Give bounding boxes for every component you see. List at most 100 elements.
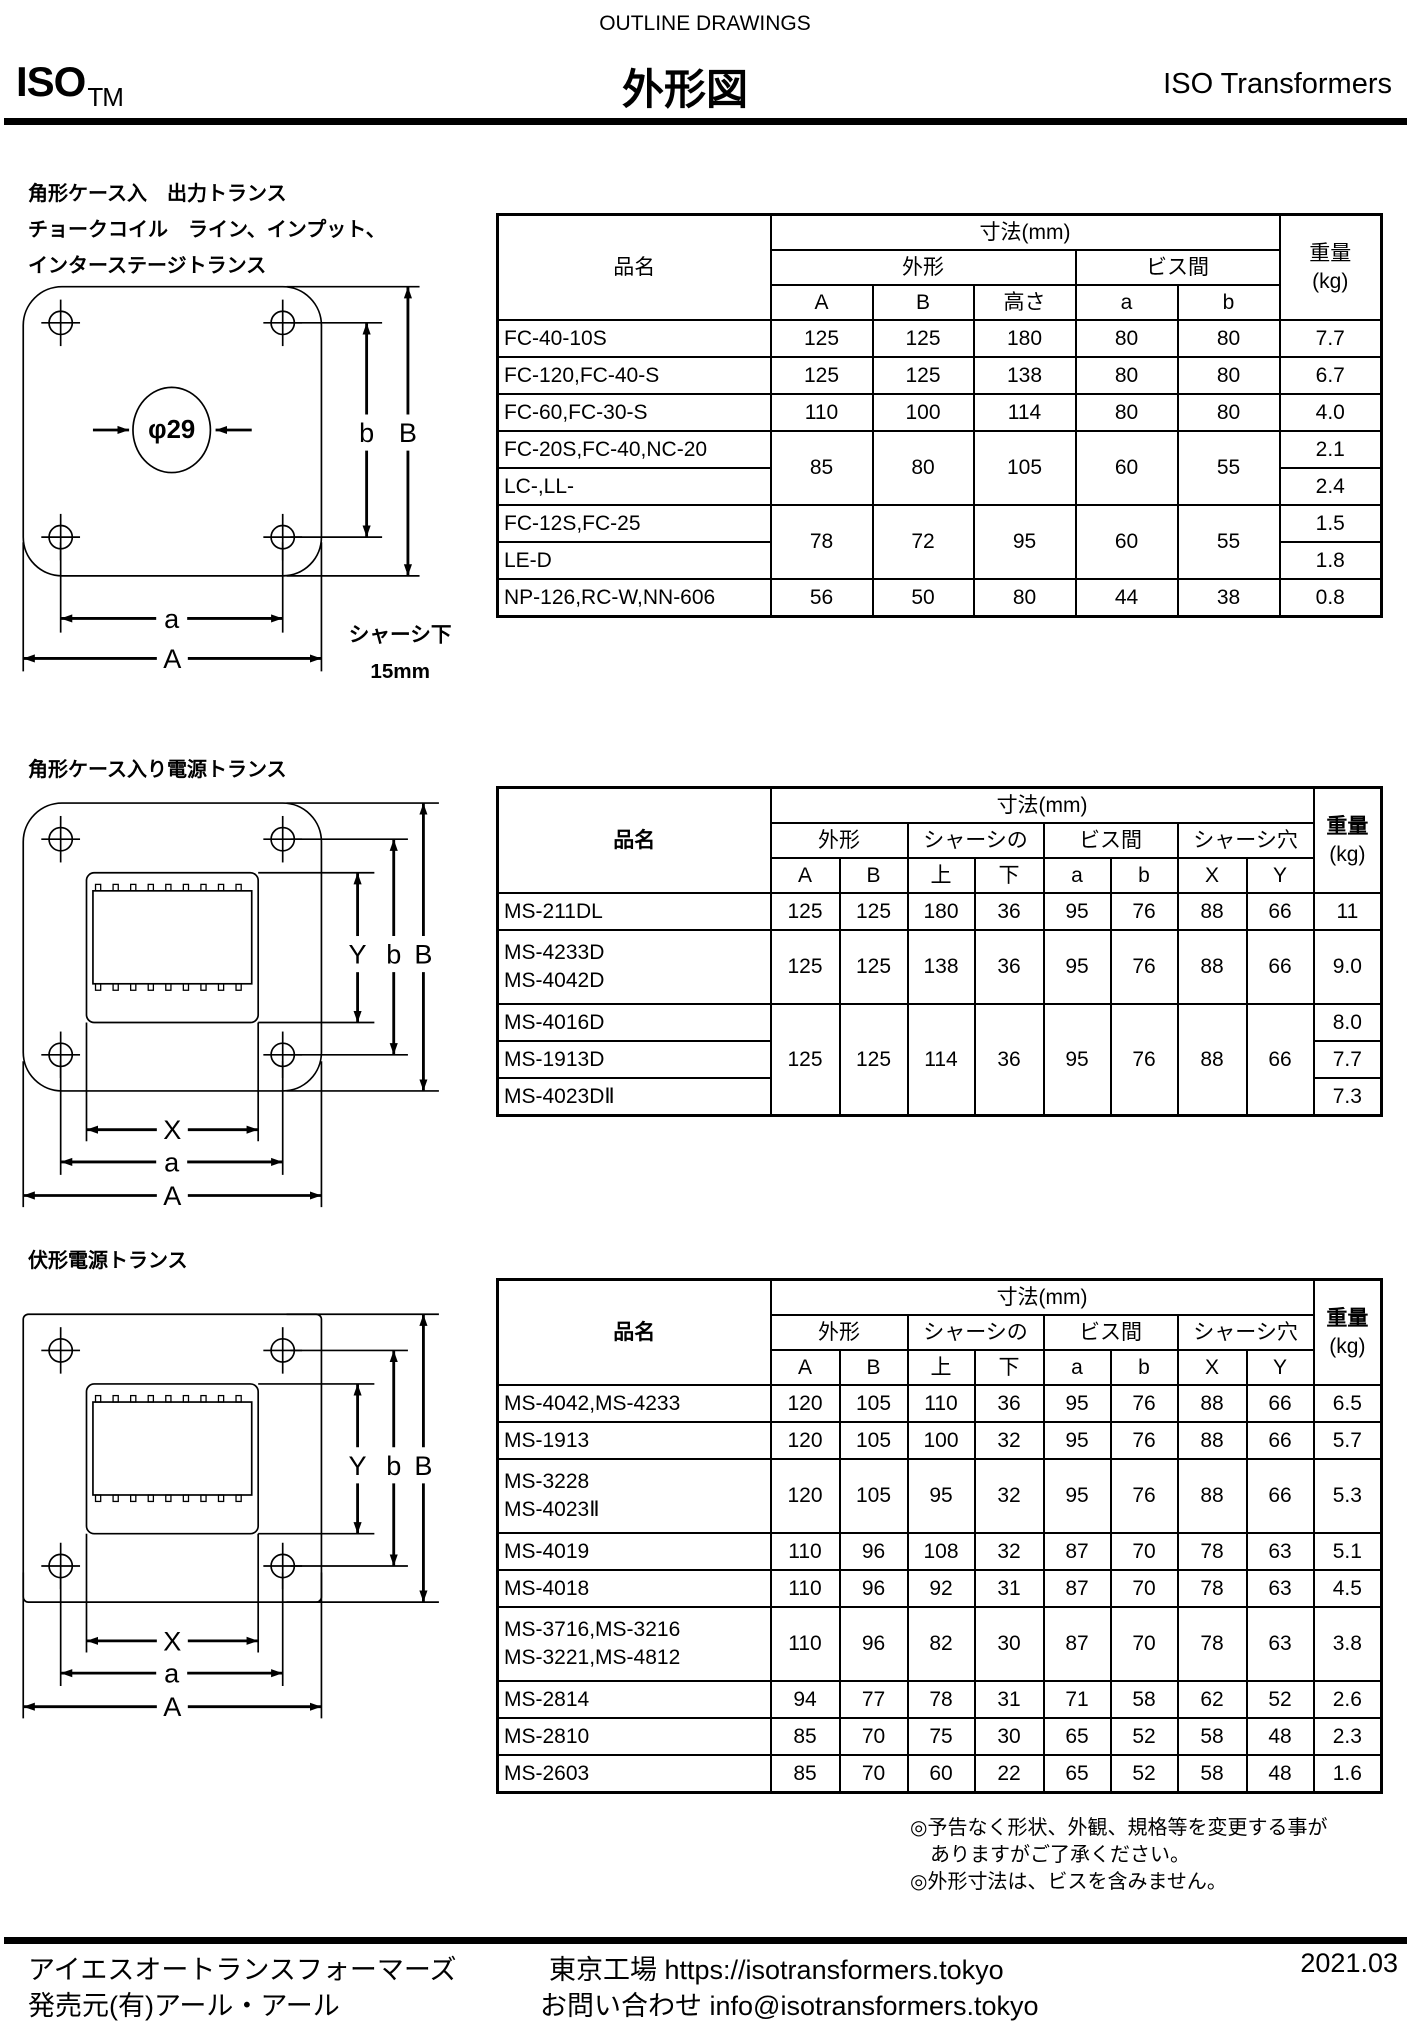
horizontal-dimension: a [60, 1658, 283, 1689]
header-column: 高さ [972, 284, 1077, 321]
header-row: 品名寸法(mm)重量(kg) [496, 786, 1383, 894]
dimension-cell: 120 [769, 1421, 841, 1460]
core-body [92, 890, 253, 985]
dimension-cell: 80 [1074, 356, 1179, 395]
core-pin [165, 1394, 172, 1403]
product-name-cell: MS-4042,MS-4233 [496, 1384, 772, 1423]
center-hole [132, 386, 212, 474]
product-name-cell: MS-4023DⅡ [496, 1077, 772, 1117]
dimension-cell: 95 [1042, 1003, 1112, 1117]
product-name-cell: FC-20S,FC-40,NC-20 [496, 430, 772, 469]
diameter-label: φ29 [148, 416, 195, 444]
header-group: 外形 [769, 822, 909, 859]
dimension-cell: 125 [769, 929, 841, 1005]
product-name-cell: NP-126,RC-W,NN-606 [496, 578, 772, 618]
weight-cell: 1.8 [1278, 541, 1383, 580]
footer-contact-email[interactable]: お問い合わせ info@isotransformers.tokyo [540, 1991, 1039, 2021]
dimension-cell: 125 [769, 1003, 841, 1117]
dimension-cell: 66 [1245, 892, 1315, 931]
header-column: 下 [973, 857, 1045, 894]
dimension-cell: 78 [1176, 1532, 1248, 1571]
header-weight-label: 重量 [1326, 1306, 1369, 1330]
core-pin [112, 1394, 119, 1403]
dimension-cell: 95 [906, 1458, 976, 1534]
dimension-cell: 50 [871, 578, 975, 618]
dimension-cell: 80 [1176, 393, 1281, 432]
dimension-cell: 95 [1042, 1384, 1112, 1423]
dimension-cell: 58 [1109, 1680, 1179, 1719]
dimension-cell: 80 [1176, 356, 1281, 395]
header-column: b [1109, 857, 1179, 894]
dimension-label: a [164, 603, 180, 634]
dimension-cell: 31 [973, 1569, 1045, 1608]
header-product-name: 品名 [496, 213, 772, 321]
product-name-cell: MS-4018 [496, 1569, 772, 1608]
note-line: ありますがご了承ください。 [910, 1844, 1190, 1866]
section1-title-line: チョークコイル ライン、インプット、 [28, 219, 386, 241]
vertical-dimension: Y [349, 1383, 367, 1534]
header-column: Y [1245, 1349, 1315, 1386]
dimension-cell: 65 [1042, 1717, 1112, 1756]
product-name-cell: MS-1913D [496, 1040, 772, 1079]
dimension-cell: 100 [906, 1421, 976, 1460]
dimension-cell: 105 [972, 430, 1077, 506]
product-name-cell: MS-4016D [496, 1003, 772, 1042]
dimension-cell: 105 [838, 1384, 909, 1423]
dimension-cell: 70 [1109, 1569, 1179, 1608]
dimension-cell: 94 [769, 1680, 841, 1719]
note-line: ◎予告なく形状、外観、規格等を変更する事が [910, 1817, 1328, 1839]
core-pin [147, 883, 155, 892]
dimension-cell: 95 [1042, 929, 1112, 1005]
vertical-dimension: B [414, 803, 432, 1091]
mounting-hole-icon [41, 299, 81, 347]
dimension-label: B [414, 1450, 432, 1481]
dimension-cell: 180 [972, 319, 1077, 358]
product-name-cell: MS-2810 [496, 1717, 772, 1756]
transformer-core-icon [92, 883, 253, 991]
weight-cell: 2.1 [1278, 430, 1383, 469]
dimension-cell: 36 [973, 1384, 1045, 1423]
header-column: A [769, 1349, 841, 1386]
dimension-cell: 85 [769, 1717, 841, 1756]
dimension-cell: 96 [838, 1569, 909, 1608]
dimension-cell: 95 [972, 504, 1077, 580]
weight-cell: 6.7 [1278, 356, 1383, 395]
section3-title: 伏形電源トランス [28, 1250, 188, 1272]
dimension-cell: 110 [769, 1606, 841, 1682]
dimension-cell: 88 [1176, 1003, 1248, 1117]
case-outline [22, 802, 323, 1092]
dimension-cell: 95 [1042, 1421, 1112, 1460]
core-pin [217, 1494, 225, 1503]
header-weight-label: 重量 [1326, 814, 1369, 838]
chassis-note: シャーシ下 [349, 624, 452, 647]
product-name-cell: MS-2814 [496, 1680, 772, 1719]
dimension-cell: 36 [973, 892, 1045, 931]
header-column: a [1042, 1349, 1112, 1386]
dimension-cell: 96 [838, 1532, 909, 1571]
dimension-label: a [164, 1146, 180, 1177]
dimension-cell: 70 [1109, 1532, 1179, 1571]
dimension-cell: 56 [769, 578, 874, 618]
dimension-cell: 77 [838, 1680, 909, 1719]
dimension-cell: 110 [769, 1532, 841, 1571]
dimension-cell: 125 [871, 356, 975, 395]
dimension-cell: 80 [871, 430, 975, 506]
dimension-cell: 70 [838, 1754, 909, 1794]
footer-factory-url[interactable]: 東京工場 https://isotransformers.tokyo [549, 1955, 1004, 1985]
horizontal-dimension: A [23, 1691, 322, 1722]
header-row: 外形ビス間 [498, 249, 1382, 286]
footer-seller: 発売元(有)アール・アール [28, 1991, 340, 2021]
dimension-cell: 48 [1245, 1717, 1315, 1756]
transformer-body [85, 871, 260, 1024]
dimension-cell: 72 [871, 504, 975, 580]
core-pin [217, 883, 225, 892]
header-column: B [838, 1349, 909, 1386]
dimension-cell: 110 [769, 1569, 841, 1608]
dimension-cell: 60 [906, 1754, 976, 1794]
header-divider [4, 118, 1407, 125]
